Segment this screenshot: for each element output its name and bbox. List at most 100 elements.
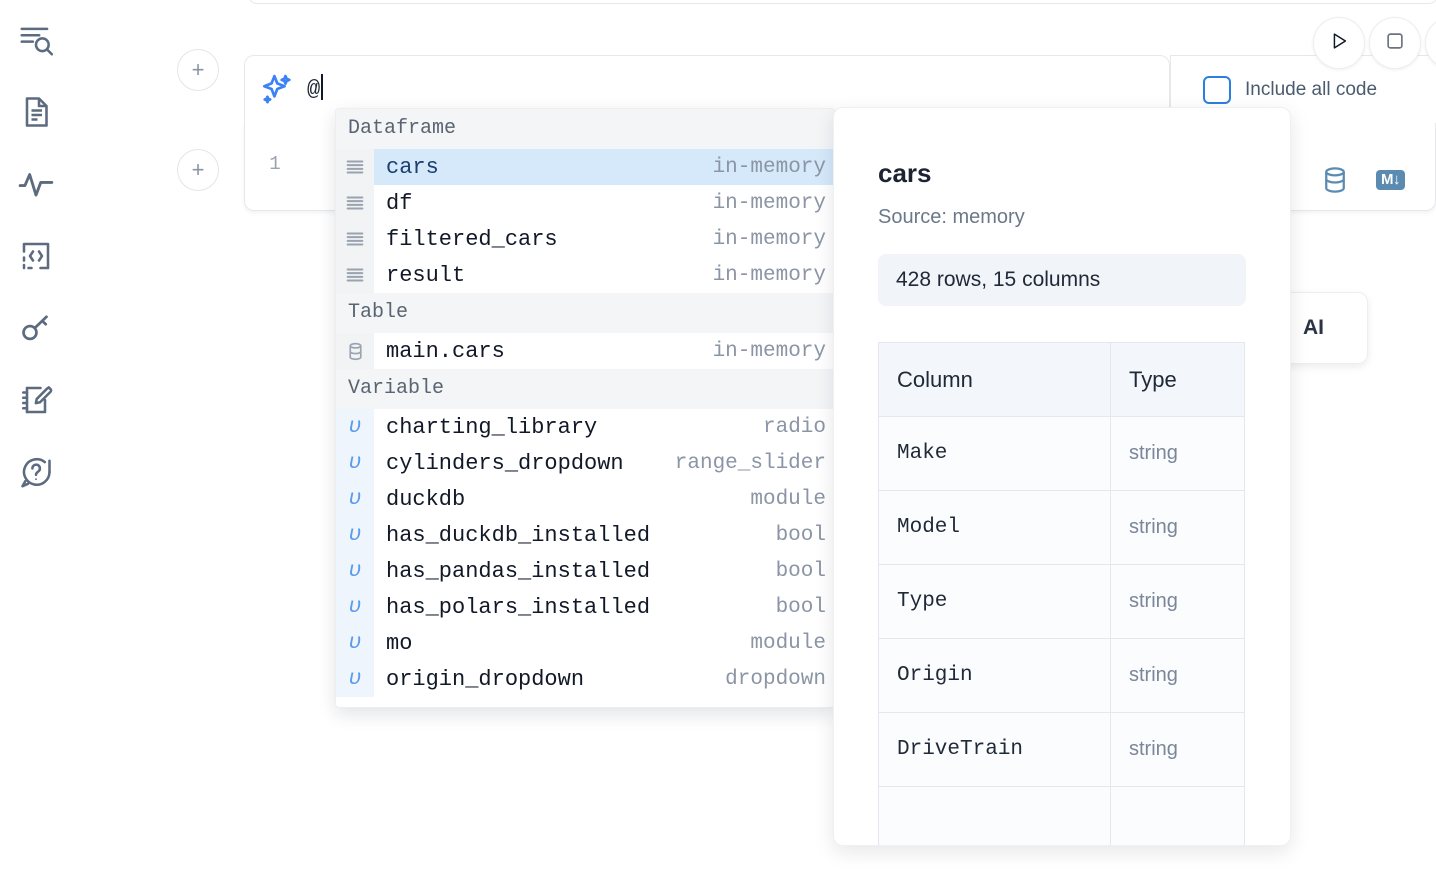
autocomplete-item-type: dropdown [725, 667, 826, 691]
autocomplete-item-type: in-memory [712, 339, 826, 363]
table-row-partial [878, 786, 1245, 845]
autocomplete-item-type: range_slider [674, 451, 826, 475]
code-snippet-icon [18, 238, 54, 274]
variable-upsilon-icon: υ [336, 481, 374, 517]
autocomplete-item[interactable]: filtered_cars in-memory [336, 221, 834, 257]
line-number: 1 [269, 153, 281, 175]
previous-cell-stub [248, 0, 1436, 4]
autocomplete-item[interactable]: υ has_polars_installed bool [336, 589, 834, 625]
autocomplete-item[interactable]: υ cylinders_dropdown range_slider [336, 445, 834, 481]
cell-action-buttons: M↓ [1320, 165, 1405, 195]
sidebar-item-notebook[interactable] [12, 88, 60, 136]
with-ai-label: AI [1303, 316, 1324, 339]
autocomplete-item-body: has_polars_installed bool [374, 589, 834, 625]
add-cell-button-bottom[interactable]: + [177, 149, 219, 191]
database-icon[interactable] [1320, 165, 1350, 195]
autocomplete-item-name: has_polars_installed [386, 594, 651, 620]
schema-column-name [878, 786, 1111, 845]
sidebar-item-explore[interactable] [12, 16, 60, 64]
ai-prompt-input[interactable]: @ [307, 70, 1169, 110]
activity-pulse-icon [17, 165, 55, 203]
variable-upsilon-icon: υ [336, 625, 374, 661]
preview-source: Source: memory [878, 206, 1025, 228]
variable-upsilon-icon: υ [336, 589, 374, 625]
include-all-code-checkbox[interactable] [1203, 75, 1231, 104]
stop-square-icon [1384, 30, 1406, 57]
autocomplete-group-header: Dataframe [336, 109, 834, 149]
autocomplete-item-type: bool [775, 523, 826, 547]
schema-column-name: Origin [878, 638, 1111, 713]
autocomplete-item-body: filtered_cars in-memory [374, 221, 834, 257]
autocomplete-item-type: in-memory [712, 155, 826, 179]
autocomplete-item-name: filtered_cars [386, 226, 558, 252]
add-cell-button-top[interactable]: + [177, 49, 219, 91]
autocomplete-item-name: cylinders_dropdown [386, 450, 624, 476]
autocomplete-item-type: module [750, 487, 826, 511]
autocomplete-item-body: mo module [374, 625, 834, 661]
autocomplete-item-type: in-memory [712, 227, 826, 251]
preview-shape-badge: 428 rows, 15 columns [878, 254, 1246, 306]
autocomplete-item-body: duckdb module [374, 481, 834, 517]
autocomplete-item-type: in-memory [712, 191, 826, 215]
autocomplete-item-type: module [750, 631, 826, 655]
autocomplete-item-type: bool [775, 595, 826, 619]
sidebar-item-activity[interactable] [12, 160, 60, 208]
plus-icon: + [191, 57, 205, 82]
variable-upsilon-icon: υ [336, 661, 374, 697]
markdown-icon[interactable]: M↓ [1376, 170, 1405, 190]
include-all-code-label: Include all code [1245, 78, 1378, 100]
schema-column-name: DriveTrain [878, 712, 1111, 787]
sidebar-item-scratchpad[interactable] [12, 376, 60, 424]
schema-column-type [1110, 786, 1245, 845]
schema-column-name: Model [878, 490, 1111, 565]
sidebar-item-help[interactable] [12, 448, 60, 496]
autocomplete-item-body: df in-memory [374, 185, 834, 221]
autocomplete-group-header: Variable [336, 369, 834, 409]
ai-prompt-value: @ [307, 76, 321, 102]
autocomplete-item[interactable]: df in-memory [336, 185, 834, 221]
dataframe-rows-icon [336, 257, 374, 293]
table-header-row: Column Type [878, 342, 1245, 417]
schema-column-type: string [1110, 638, 1245, 713]
stop-button[interactable] [1369, 17, 1421, 69]
ai-sparkle-icon [245, 71, 307, 109]
schema-column-name: Type [878, 564, 1111, 639]
dataframe-rows-icon [336, 185, 374, 221]
explore-search-icon [17, 21, 55, 59]
autocomplete-item-name: has_pandas_installed [386, 558, 651, 584]
schema-column-type: string [1110, 490, 1245, 565]
run-button[interactable] [1313, 17, 1365, 69]
sidebar-item-secrets[interactable] [12, 304, 60, 352]
dataframe-rows-icon [336, 221, 374, 257]
autocomplete-item-name: mo [386, 630, 413, 656]
variable-upsilon-icon: υ [336, 445, 374, 481]
database-table-icon [336, 333, 374, 369]
document-icon [18, 94, 54, 130]
sidebar-item-snippets[interactable] [12, 232, 60, 280]
key-icon [18, 310, 54, 346]
autocomplete-item-name: df [386, 190, 413, 216]
autocomplete-item-body: cylinders_dropdown range_slider [374, 445, 834, 481]
variable-upsilon-icon: υ [336, 553, 374, 589]
autocomplete-group-header: Table [336, 293, 834, 333]
autocomplete-item-name: duckdb [386, 486, 466, 512]
